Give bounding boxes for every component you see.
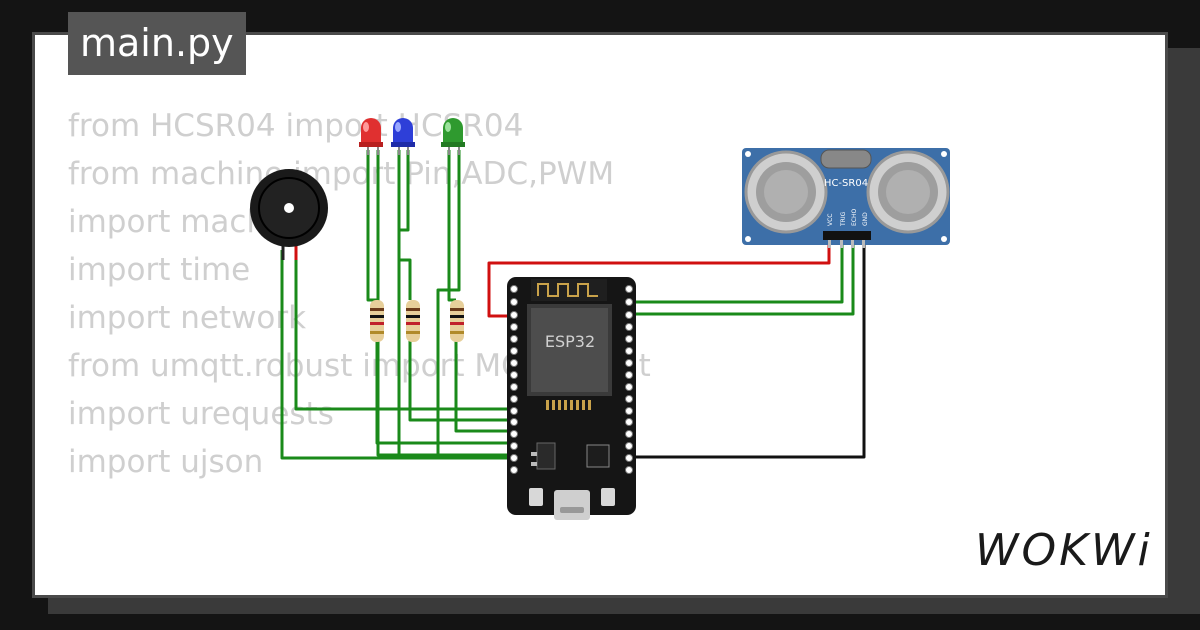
wokwi-logo: WOKWi xyxy=(975,522,1150,578)
pin-label-echo: ECHO xyxy=(851,209,858,226)
wire-res-green xyxy=(454,340,512,433)
pin-label-gnd: GND xyxy=(862,212,869,226)
wire-led-green-k xyxy=(436,150,461,455)
resistor-1[interactable] xyxy=(370,300,384,342)
wire-buzzer-neg xyxy=(280,250,512,460)
code-line: import ujson xyxy=(68,444,264,480)
wire-led-green-a xyxy=(447,150,456,302)
wire-buzzer-pos xyxy=(294,250,512,411)
wire-echo xyxy=(628,240,855,316)
wire-vcc xyxy=(487,240,831,318)
resistor-2[interactable] xyxy=(406,300,420,342)
led-red[interactable] xyxy=(359,118,383,155)
pin-label-vcc: VCC xyxy=(827,214,834,226)
wire-led-red-k xyxy=(376,150,512,457)
esp32-label: ESP32 xyxy=(545,332,595,351)
wire-led-red-a xyxy=(366,150,377,302)
led-blue[interactable] xyxy=(391,118,415,155)
wire-led-blue-k xyxy=(397,150,410,455)
code-line: import time xyxy=(68,252,251,288)
code-line: import network xyxy=(68,300,307,336)
esp32-board[interactable]: ESP32 xyxy=(507,277,636,520)
wire-trig xyxy=(628,240,844,304)
wire-led-blue-a xyxy=(397,150,412,300)
sensor-label: HC-SR04 xyxy=(824,178,868,189)
resistor-3[interactable] xyxy=(450,300,464,342)
pin-label-trig: TRIG xyxy=(840,211,847,227)
wire-res-red xyxy=(375,340,512,445)
hc-sr04-sensor[interactable]: HC-SR04 VCC TRIG ECHO GND xyxy=(742,148,950,248)
wire-gnd-sensor xyxy=(628,240,866,459)
buzzer[interactable] xyxy=(250,169,328,260)
code-line: import urequests xyxy=(68,396,334,432)
wire-res-blue xyxy=(408,340,512,422)
led-green[interactable] xyxy=(441,118,465,155)
file-tab[interactable]: main.py xyxy=(68,12,246,75)
wokwi-logo-text: WOKWi xyxy=(975,525,1150,574)
